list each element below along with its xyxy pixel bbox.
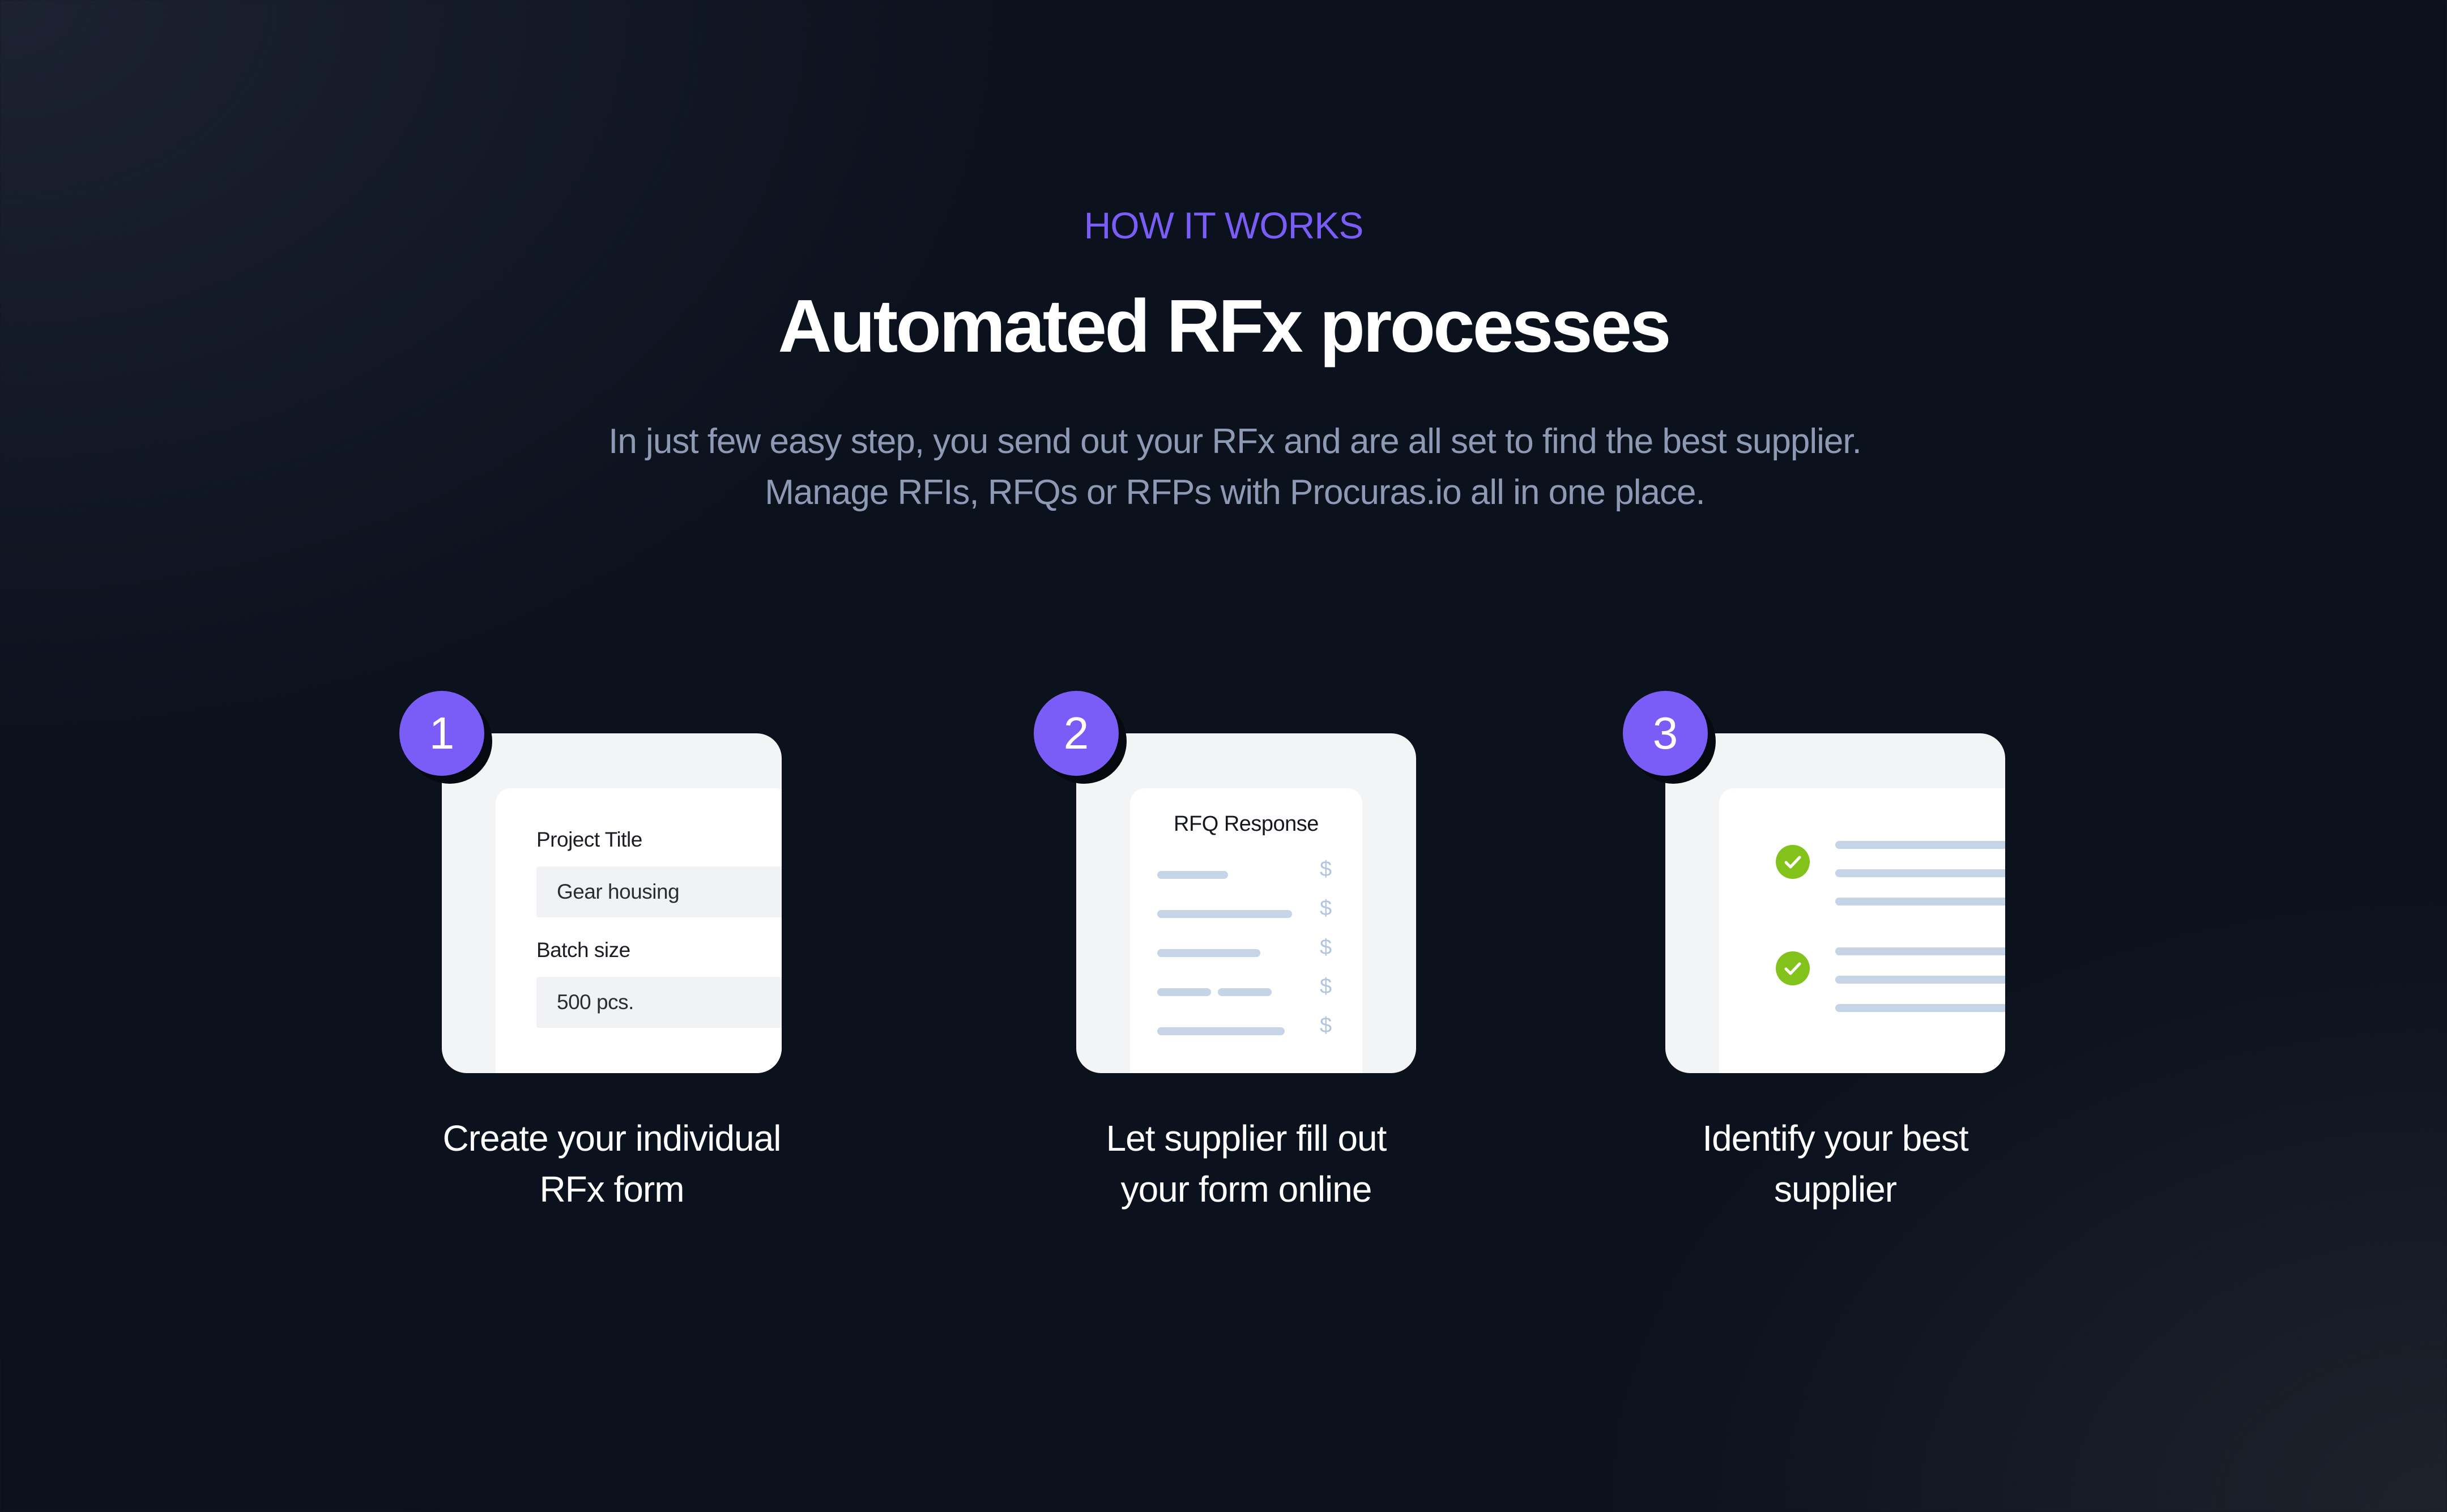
batch-size-value: 500 pcs. [557, 990, 634, 1014]
dollar-sign: $ [1320, 1014, 1332, 1037]
subtitle-line-2: Manage RFIs, RFQs or RFPs with Procuras.… [765, 473, 1705, 512]
detail-line [1835, 898, 2005, 906]
step-1-caption-line-1: Create your individual [442, 1118, 782, 1159]
project-title-input: Gear housing [536, 866, 782, 917]
step-2-caption: Let supplier fill out your form online [1020, 1113, 1473, 1215]
response-line [1157, 1027, 1285, 1035]
field-label-batch-size: Batch size [536, 938, 630, 962]
eyebrow: HOW IT WORKS [1084, 204, 1364, 246]
detail-line [1835, 841, 2005, 849]
batch-size-input: 500 pcs. [536, 977, 782, 1028]
project-title-value: Gear housing [557, 880, 680, 903]
dollar-sign: $ [1320, 896, 1332, 920]
step-3-caption-line-1: Identify your best [1702, 1118, 1968, 1159]
detail-line [1835, 1004, 2005, 1012]
subtitle: In just few easy step, you send out your… [0, 416, 2447, 518]
form-preview: Project Title Gear housing Batch size 50… [496, 788, 782, 1073]
dollar-sign: $ [1320, 975, 1332, 998]
step-3-badge: 3 [1623, 691, 1708, 776]
response-line [1157, 910, 1292, 918]
subtitle-line-1: In just few easy step, you send out your… [608, 422, 1862, 461]
step-1-caption-line-2: RFx form [539, 1169, 684, 1210]
check-icon [1776, 951, 1810, 985]
step-2-card: RFQ Response $ $ $ $ $ [1076, 733, 1416, 1073]
response-line [1218, 988, 1272, 996]
rfq-response-preview: RFQ Response $ $ $ $ $ [1130, 788, 1362, 1073]
supplier-comparison-preview [1719, 788, 2005, 1073]
check-icon [1776, 845, 1810, 879]
dollar-sign: $ [1320, 936, 1332, 959]
step-2-badge: 2 [1034, 691, 1119, 776]
response-line [1157, 871, 1228, 879]
rfq-response-title: RFQ Response [1174, 812, 1319, 836]
detail-line [1835, 947, 2005, 955]
dollar-sign: $ [1320, 857, 1332, 881]
page-title: Automated RFx processes [778, 284, 1671, 368]
detail-line [1835, 869, 2005, 877]
step-1-card: Project Title Gear housing Batch size 50… [442, 733, 782, 1073]
response-line [1157, 988, 1211, 996]
step-2-caption-line-1: Let supplier fill out [1106, 1118, 1387, 1159]
step-2-caption-line-2: your form online [1120, 1169, 1372, 1210]
step-3-caption: Identify your best supplier [1609, 1113, 2062, 1215]
field-label-project-title: Project Title [536, 828, 642, 851]
step-1-caption: Create your individual RFx form [385, 1113, 838, 1215]
detail-line [1835, 976, 2005, 984]
response-line [1157, 949, 1260, 957]
step-1-badge: 1 [399, 691, 484, 776]
step-3-caption-line-2: supplier [1774, 1169, 1897, 1210]
step-3-card [1665, 733, 2005, 1073]
